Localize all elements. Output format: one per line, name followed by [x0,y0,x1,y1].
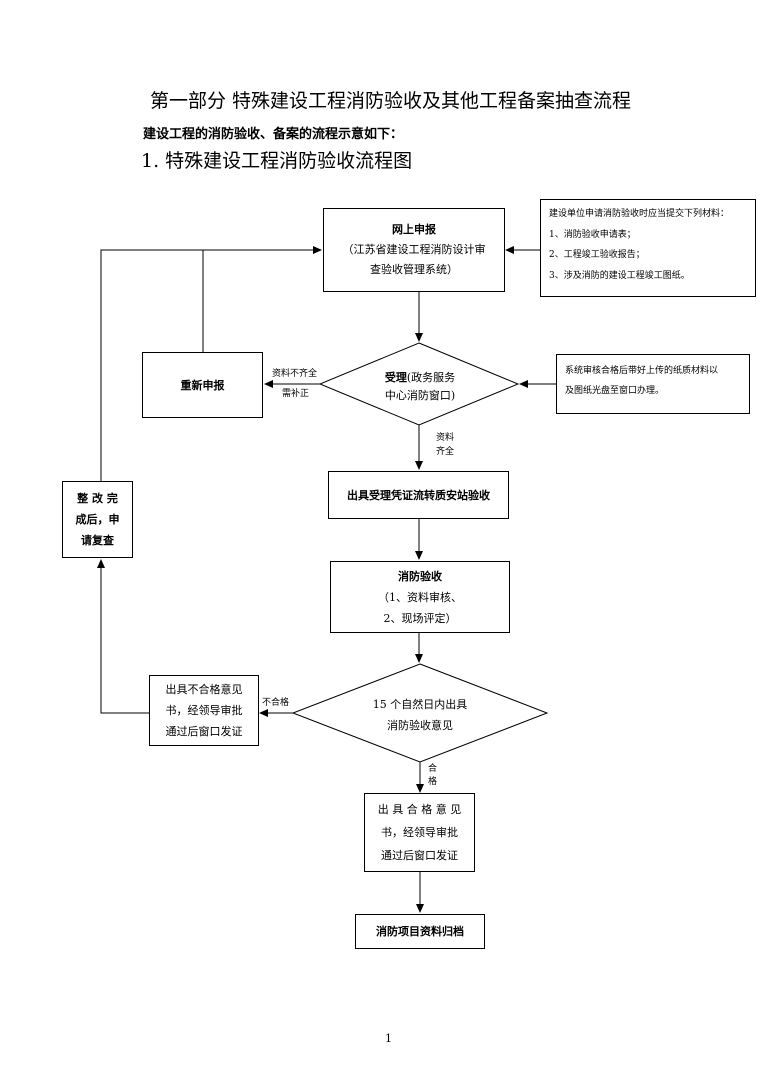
resubmit-node: 重新申报 [142,352,263,418]
rectify-node: 整 改 完 成后，申 请复查 [62,481,133,558]
fail-opinion-node: 出具不合格意见 书，经领导审批 通过后窗口发证 [149,675,259,746]
edge-label-complete: 资料 [436,433,455,443]
archive-label: 消防项目资料归档 [376,925,464,938]
pass-line1: 出 具 合 格 意 见 [377,803,462,816]
materials-item: 3、涉及消防的建设工程竣工图纸。 [549,270,690,281]
inspection-line2: 2、现场评定） [383,611,457,625]
system-note-line2: 及图纸光盘至窗口办理。 [565,386,665,396]
inspection-line1: （1、资料审核、 [378,590,462,604]
archive-node: 消防项目资料归档 [355,914,485,949]
accept-line1: (政务服务 [406,371,456,384]
materials-item: 1、消防验收申请表； [549,229,636,240]
online-submit-title: 网上申报 [392,223,436,236]
materials-item: 2、工程竣工验收报告； [549,250,645,260]
arrow-fail-to-rectify [97,559,149,714]
pass-line2: 书，经领导审批 [381,826,458,839]
certificate-label: 出具受理凭证流转质安站验收 [347,488,490,502]
decision-node-text: 15 个自然日内出具 消防验收意见 [360,694,480,736]
pass-line3: 通过后窗口发证 [381,849,458,862]
system-review-note: 系统审核合格后带好上传的纸质材料以 及图纸光盘至窗口办理。 [556,354,750,414]
rectify-line2: 成后，申 [75,513,120,526]
arrow-rectify-to-online [100,249,203,481]
edge-label-incomplete-fix: 需补正 [282,389,310,399]
section-heading: 1. 特殊建设工程消防验收流程图 [141,150,413,172]
rectify-line3: 请复查 [81,534,114,547]
edge-label-incomplete: 资料不齐全 [272,369,318,379]
edge-label-qualified-2: 格 [428,777,438,787]
accept-line2: 中心消防窗口) [384,389,456,402]
edge-label-complete-2: 齐全 [436,447,455,457]
page-title: 第一部分 特殊建设工程消防验收及其他工程备案抽查流程 [150,90,632,112]
materials-note: 建设单位申请消防验收时应当提交下列材料： 1、消防验收申请表； 2、工程竣工验收… [540,199,756,297]
page-number: 1 [385,1032,392,1045]
system-note-line1: 系统审核合格后带好上传的纸质材料以 [565,366,719,376]
decision-line2: 消防验收意见 [387,719,453,732]
materials-intro: 建设单位申请消防验收时应当提交下列材料： [549,209,730,219]
fail-line3: 通过后窗口发证 [165,725,243,738]
fail-line2: 书，经领导审批 [165,704,243,717]
inspection-title: 消防验收 [398,569,442,583]
fail-line1: 出具不合格意见 [165,683,243,696]
accept-title: 受理 [384,371,407,384]
edge-label-qualified: 合 [428,764,438,774]
decision-line1: 15 个自然日内出具 [372,698,468,711]
page-subtitle: 建设工程的消防验收、备案的流程示意如下： [143,127,404,142]
online-submit-line1: （江苏省建设工程消防设计审 [342,243,486,256]
online-submit-line2: 查验收管理系统） [370,263,458,276]
inspection-node: 消防验收 （1、资料审核、 2、现场评定） [330,561,510,633]
pass-opinion-node: 出 具 合 格 意 见 书，经领导审批 通过后窗口发证 [364,793,475,872]
arrow-resubmit-to-online [202,246,322,352]
certificate-node: 出具受理凭证流转质安站验收 [328,471,509,519]
accept-node-text: 受理(政务服务 中心消防窗口) [372,369,468,405]
online-submit-node: 网上申报 （江苏省建设工程消防设计审 查验收管理系统） [323,208,505,292]
rectify-line1: 整 改 完 [77,492,118,505]
resubmit-label: 重新申报 [180,378,225,392]
edge-label-unqualified: 不合格 [262,698,290,708]
